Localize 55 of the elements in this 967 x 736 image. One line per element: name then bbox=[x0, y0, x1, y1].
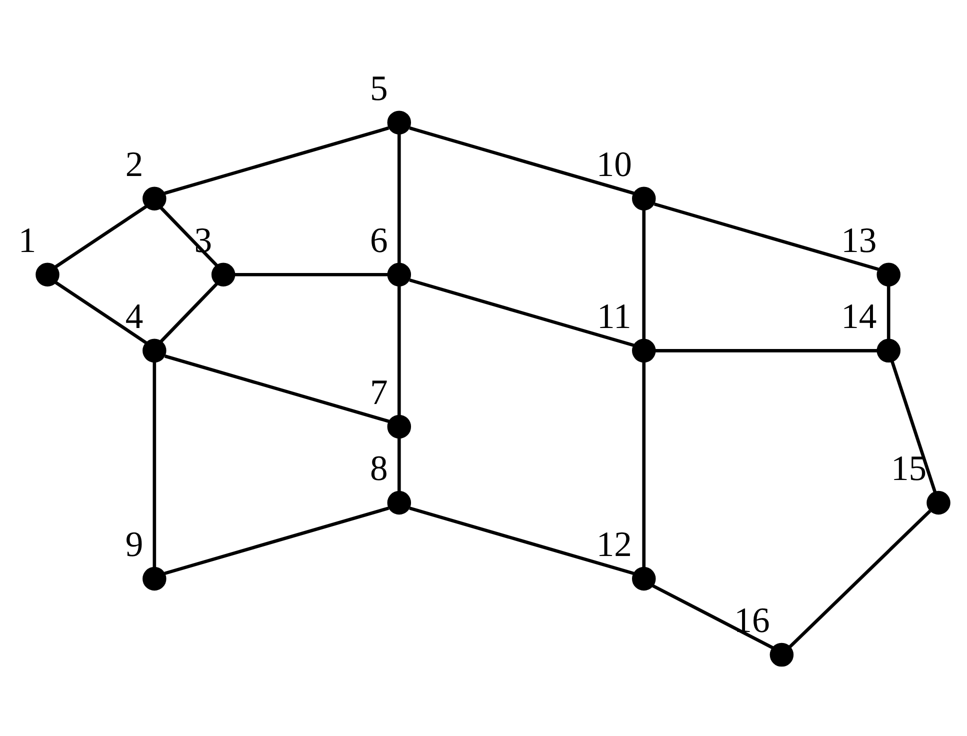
node-label: 6 bbox=[370, 220, 388, 260]
node-circle bbox=[632, 566, 656, 590]
connector bbox=[160, 206, 218, 266]
connector bbox=[160, 282, 218, 342]
node-circle bbox=[142, 338, 166, 362]
connector bbox=[398, 285, 401, 416]
connector bbox=[642, 209, 646, 340]
connector bbox=[886, 285, 890, 339]
node-circle bbox=[632, 338, 656, 362]
node-circle bbox=[387, 262, 412, 286]
connector bbox=[652, 584, 774, 649]
connector bbox=[54, 204, 148, 268]
connector bbox=[890, 360, 937, 492]
connector bbox=[409, 278, 634, 346]
node-label: 9 bbox=[125, 524, 144, 564]
connector bbox=[164, 506, 390, 575]
node-label: 1 bbox=[18, 220, 36, 260]
node-circle bbox=[142, 186, 166, 210]
node-circle bbox=[632, 186, 656, 210]
connector bbox=[655, 348, 878, 352]
node-circle bbox=[387, 110, 412, 134]
node-label: 15 bbox=[890, 448, 927, 488]
node-label: 2 bbox=[125, 144, 144, 184]
node-circle bbox=[387, 490, 412, 514]
node-label: 10 bbox=[596, 144, 632, 184]
node-circle bbox=[926, 490, 950, 514]
node-label: 16 bbox=[734, 600, 770, 640]
connector bbox=[164, 354, 390, 422]
node-label: 3 bbox=[194, 220, 212, 260]
node-label: 8 bbox=[370, 448, 388, 488]
node-circle bbox=[876, 338, 900, 362]
connector bbox=[54, 280, 148, 344]
connector bbox=[164, 126, 390, 194]
node-circle bbox=[876, 262, 900, 286]
connector bbox=[398, 133, 401, 264]
connector bbox=[398, 437, 401, 492]
node-label: 4 bbox=[125, 296, 144, 336]
connector bbox=[788, 509, 932, 648]
node-circle bbox=[770, 642, 794, 666]
connector bbox=[409, 506, 634, 575]
node-circle bbox=[387, 414, 412, 438]
node-label: 5 bbox=[370, 68, 388, 108]
connector bbox=[654, 202, 879, 270]
node-label: 14 bbox=[841, 296, 877, 336]
node-circle bbox=[36, 262, 60, 286]
node-label: 11 bbox=[597, 296, 632, 336]
connector bbox=[409, 126, 634, 194]
node-circle bbox=[142, 566, 166, 590]
node-label: 12 bbox=[596, 524, 632, 564]
connector bbox=[234, 272, 388, 276]
node-label: 7 bbox=[370, 372, 388, 412]
connector bbox=[642, 361, 646, 567]
node-label: 13 bbox=[841, 220, 877, 260]
connector bbox=[152, 361, 156, 567]
node-circle bbox=[211, 262, 236, 286]
